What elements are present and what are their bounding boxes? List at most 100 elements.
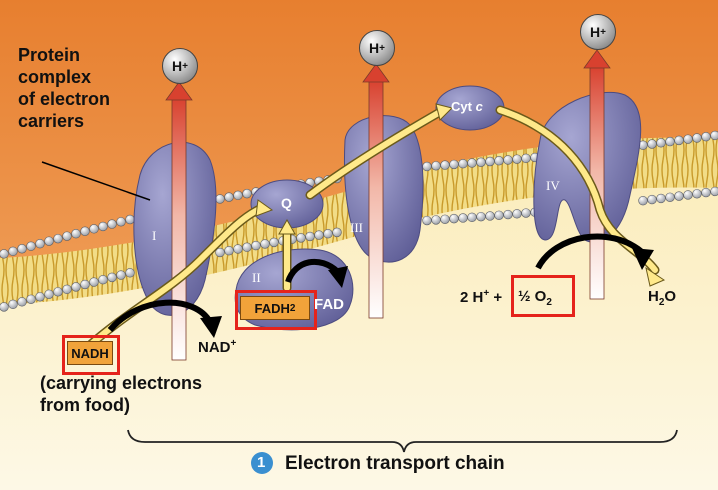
phospholipid-head-inner xyxy=(512,209,522,219)
cyt-text: Cyt xyxy=(451,99,472,114)
hplus-sup: + xyxy=(600,26,606,38)
phospholipid-head-outer xyxy=(80,226,90,236)
label-pointer-line xyxy=(41,161,151,201)
hplus-text: H xyxy=(172,58,183,74)
phospholipid-head-inner xyxy=(674,191,684,201)
phospholipid-head-inner xyxy=(224,245,234,256)
phospholipid-head-inner xyxy=(89,277,99,287)
h2o-o: O xyxy=(664,288,677,305)
phospholipid-head-inner xyxy=(44,289,54,299)
phospholipid-head-inner xyxy=(125,268,135,278)
phospholipid-head-outer xyxy=(701,131,711,142)
complex-IV-label: IV xyxy=(546,178,560,193)
carrying-electrons-label: (carrying electrons from food) xyxy=(40,372,202,416)
electron-arrowhead-q xyxy=(255,199,274,217)
two-h-plus-label: 2 H+ + xyxy=(460,288,502,306)
electron-arrowhead-fadh2 xyxy=(278,218,296,235)
phospholipid-head-outer xyxy=(233,190,243,201)
phospholipid-head-inner xyxy=(683,190,693,200)
half-o2-label: ½ O2 xyxy=(518,288,552,308)
phospholipid-head-outer xyxy=(431,161,441,171)
hplus-text: H xyxy=(369,40,380,56)
protein-complex-line-2: complex xyxy=(18,67,92,87)
hplus-sup: + xyxy=(182,60,188,72)
nadh-highlight-box xyxy=(62,335,120,375)
half-o-text: ½ O xyxy=(518,288,547,305)
phospholipid-head-inner xyxy=(296,233,306,243)
phospholipid-head-outer xyxy=(26,241,36,251)
hplus-text: H xyxy=(590,24,601,40)
phospholipid-head-inner xyxy=(251,240,261,251)
phospholipid-head-inner xyxy=(710,186,718,197)
oxygen-reaction-arrow xyxy=(535,233,654,270)
h2o-sub: 2 xyxy=(658,297,665,308)
hplus-ion-III: H+ xyxy=(359,30,395,66)
phospholipid-head-inner xyxy=(98,274,108,285)
phospholipid-head-outer xyxy=(440,160,450,170)
chain-brace xyxy=(127,429,678,453)
phospholipid-head-outer xyxy=(647,139,657,149)
phospholipid-head-inner xyxy=(323,229,333,239)
protein-complex-label: Protein complex of electron carriers xyxy=(18,44,110,132)
phospholipid-head-outer xyxy=(215,194,225,204)
phospholipid-head-inner xyxy=(332,227,342,238)
phospholipid-head-inner xyxy=(35,292,45,302)
phospholipid-head-inner xyxy=(521,208,531,218)
phospholipid-head-outer xyxy=(521,153,531,164)
phospholipid-head-outer xyxy=(44,236,54,246)
nad-text: NAD xyxy=(198,339,231,356)
protein-complex-line-1: Protein xyxy=(18,45,81,65)
carrying-line-2: from food) xyxy=(40,395,130,415)
phospholipid-head-inner xyxy=(62,284,72,295)
complex-III-label: III xyxy=(350,220,363,235)
phospholipid-head-outer xyxy=(107,219,117,229)
complex-III-protein xyxy=(344,115,424,263)
phospholipid-head-outer xyxy=(503,155,513,165)
phospholipid-head-outer xyxy=(0,249,9,259)
cyt-c-italic: c xyxy=(475,99,483,114)
phospholipid-head-outer xyxy=(242,188,252,199)
phospholipid-head-inner xyxy=(305,231,315,242)
phospholipid-head-inner xyxy=(314,230,324,240)
phospholipid-head-outer xyxy=(467,158,477,168)
phospholipid-head-inner xyxy=(269,237,279,248)
complex-I-label: I xyxy=(152,228,157,243)
phospholipid-head-inner xyxy=(494,210,504,220)
two-h-sup: + xyxy=(483,288,490,299)
phospholipid-head-inner xyxy=(431,215,441,225)
phospholipid-head-outer xyxy=(683,134,693,144)
phospholipid-head-outer xyxy=(98,221,108,232)
phospholipid-head-inner xyxy=(665,192,675,202)
oxygen-highlight-box xyxy=(511,275,575,317)
phospholipid-head-outer xyxy=(485,156,495,167)
phospholipid-head-inner xyxy=(107,272,117,283)
phospholipid-head-inner xyxy=(476,211,486,222)
phospholipid-head-inner xyxy=(215,247,225,258)
phospholipid-head-outer xyxy=(17,244,27,254)
fadh2-reaction-arrow xyxy=(285,258,348,288)
phospholipid-head-inner xyxy=(503,209,513,220)
phospholipid-head-inner xyxy=(485,211,495,221)
phospholipid-head-outer xyxy=(665,136,675,147)
phospholipid-head-outer xyxy=(494,156,504,166)
matrix-region xyxy=(0,183,718,490)
phospholipid-head-outer xyxy=(422,161,432,172)
phospholipid-head-outer xyxy=(62,231,72,241)
cyt-c-label: Cyt c xyxy=(451,99,483,114)
fad-label: FAD xyxy=(314,296,344,313)
phospholipid-head-inner xyxy=(458,213,468,223)
phospholipid-head-outer xyxy=(71,228,81,239)
phospholipid-head-inner xyxy=(8,299,18,310)
phospholipid-head-inner xyxy=(26,294,36,304)
phospholipid-head-outer xyxy=(449,159,459,170)
fadh2-sub: 2 xyxy=(289,302,296,314)
phospholipid-head-outer xyxy=(89,224,99,234)
fadh2-text: FADH xyxy=(254,300,290,316)
phospholipid-head-outer xyxy=(8,246,18,257)
h2o-label: H2O xyxy=(648,288,676,308)
hplus-ion-I: H+ xyxy=(162,48,198,84)
h2o-h: H xyxy=(648,288,659,305)
phospholipid-head-outer xyxy=(512,154,522,164)
phospholipid-head-inner xyxy=(116,270,126,280)
